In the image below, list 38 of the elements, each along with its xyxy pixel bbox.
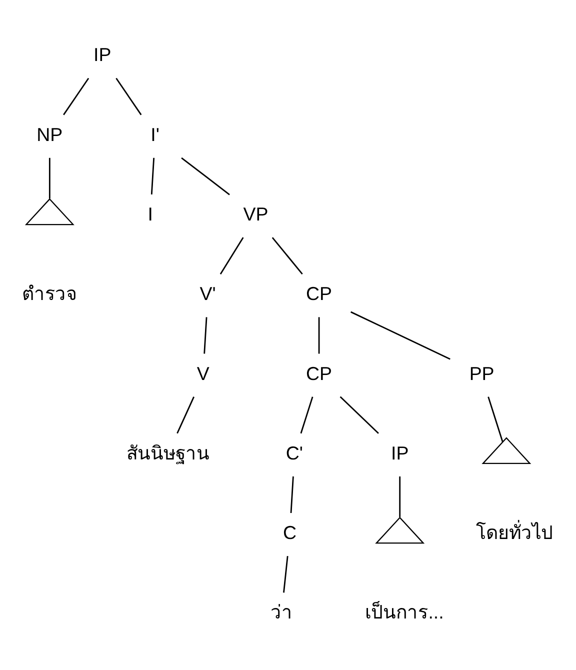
- node-text: I: [148, 202, 153, 224]
- node-text: PP: [469, 362, 494, 384]
- node-text: IP: [94, 44, 112, 65]
- node-triangle: [482, 436, 532, 464]
- connector: [181, 156, 230, 195]
- connector: [63, 77, 90, 115]
- node-text: C': [286, 442, 303, 463]
- node-text: V: [196, 362, 210, 384]
- node-text: CP: [306, 362, 332, 384]
- node-text: สันนิษฐาน: [126, 442, 210, 463]
- connector: [150, 157, 155, 194]
- node-text: C: [282, 522, 297, 543]
- connector: [116, 77, 142, 115]
- node-label: เป็นการ...: [365, 601, 444, 622]
- connector: [204, 316, 208, 354]
- connector: [318, 316, 320, 354]
- node-label: โดยทั่วไป: [476, 522, 554, 543]
- node-triangle: [24, 198, 74, 225]
- connector: [220, 236, 244, 274]
- node-text: I': [150, 123, 160, 144]
- node-text: V': [200, 282, 216, 304]
- connector: [290, 476, 294, 513]
- connector: [399, 476, 401, 517]
- connector: [300, 396, 314, 434]
- node-text: CP: [306, 282, 332, 304]
- connector: [283, 556, 288, 592]
- connector: [350, 310, 450, 360]
- connector: [488, 396, 504, 442]
- node-text: NP: [36, 123, 63, 144]
- node-text: ว่า: [270, 601, 293, 622]
- connector: [48, 157, 50, 198]
- node-text: VP: [243, 202, 268, 224]
- node-text: IP: [391, 442, 409, 463]
- connector: [272, 236, 303, 274]
- node-triangle: [375, 516, 425, 544]
- node-label: ตำรวจ: [22, 282, 78, 304]
- connector: [176, 396, 194, 434]
- connector: [340, 396, 379, 434]
